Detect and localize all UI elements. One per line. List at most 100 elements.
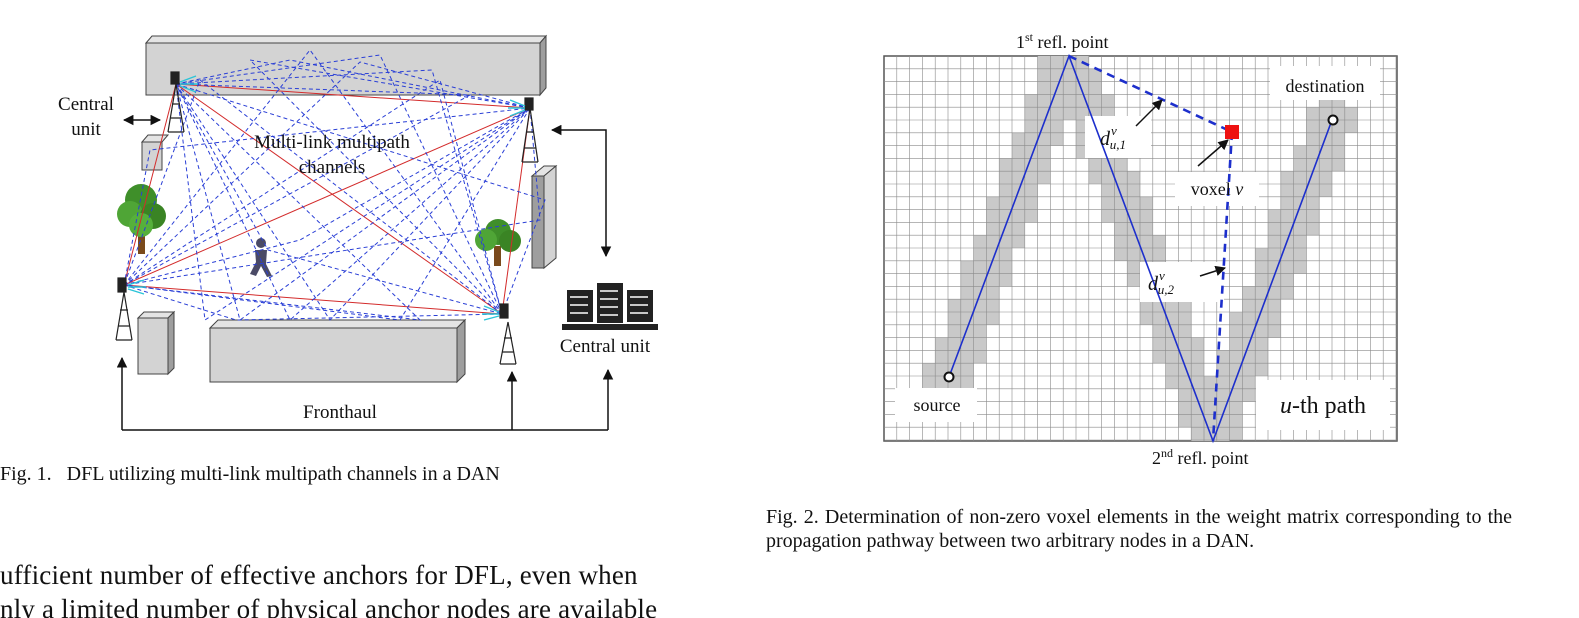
refl2-label: 2nd refl. point [1152,446,1248,468]
shaded-voxel [1127,184,1140,197]
shaded-voxel [1037,145,1051,159]
shaded-voxel [1268,209,1281,223]
fronthaul-label: Fronthaul [303,402,377,423]
shaded-voxel [1229,337,1243,351]
shaded-voxel [1293,171,1307,184]
shaded-voxel [1140,235,1153,248]
shaded-voxel [1229,312,1243,325]
shaded-voxel [1191,350,1204,364]
shaded-voxel [1012,209,1025,223]
shaded-voxel [1101,184,1115,197]
shaded-voxel [1076,94,1089,108]
shaded-voxel [960,286,974,300]
shaded-voxel [1050,120,1064,133]
shaded-voxel [1268,312,1281,325]
shaded-voxel [1255,312,1268,325]
shaded-voxel [1088,158,1102,172]
shaded-voxel [1024,171,1038,184]
shaded-voxel [1012,132,1025,146]
shaded-voxel [960,273,974,287]
shaded-voxel [1024,107,1038,120]
shaded-voxel [1165,350,1179,364]
building-right [530,164,558,270]
shaded-voxel [1012,222,1025,236]
shaded-voxel [1088,68,1102,82]
shaded-voxel [1204,440,1217,441]
shaded-voxel [1293,145,1307,159]
shaded-voxel [1152,248,1166,261]
shaded-voxel [935,350,948,364]
shaded-voxel [1063,94,1076,108]
shaded-voxel [935,363,948,376]
shaded-voxel [1229,401,1243,415]
shaded-voxel [1127,260,1140,274]
shaded-voxel [1140,209,1153,223]
shaded-voxel [1229,427,1243,440]
shaded-voxel [1344,120,1358,133]
server-icon [562,283,658,330]
shaded-voxel [1140,312,1153,325]
shaded-voxel [1012,158,1025,172]
shaded-voxel [1306,184,1320,197]
shaded-voxel [1216,388,1230,402]
shaded-voxel [1280,184,1294,197]
shaded-voxel [1101,94,1115,108]
body-text-line: nly a limited number of physical anchor … [0,594,658,618]
shaded-voxel [1024,120,1038,133]
shaded-voxel [1204,401,1217,415]
shaded-voxel [1268,299,1281,312]
shaded-voxel [1037,132,1051,146]
shaded-voxel [1242,388,1256,402]
shaded-voxel [1306,209,1320,223]
shaded-voxel [1229,350,1243,364]
shaded-voxel [1268,222,1281,236]
shaded-voxel [1255,350,1268,364]
shaded-voxel [948,337,961,351]
shaded-voxel [1037,94,1051,108]
shaded-voxel [1229,388,1243,402]
shaded-voxel [1293,248,1307,261]
shaded-voxel [960,337,974,351]
shaded-voxel [1216,350,1230,364]
shaded-voxel [1140,196,1153,210]
shaded-voxel [960,376,974,389]
shaded-voxel [1114,158,1128,172]
shaded-voxel [922,363,936,376]
shaded-voxel [1024,132,1038,146]
shaded-voxel [1191,376,1204,389]
shaded-voxel [1050,107,1064,120]
shaded-voxel [1268,235,1281,248]
shaded-voxel [1255,248,1268,261]
shaded-voxel [1255,324,1268,338]
shaded-voxel [1037,107,1051,120]
shaded-voxel [973,350,987,364]
shaded-voxel [935,337,948,351]
shaded-voxel [1050,132,1064,146]
shaded-voxel [1268,248,1281,261]
shaded-voxel [1127,273,1140,287]
shaded-voxel [999,260,1012,274]
shaded-voxel [960,299,974,312]
shaded-voxel [999,158,1012,172]
shaded-voxel [1191,337,1204,351]
shaded-voxel [1191,363,1204,376]
fig2-caption: Fig. 2. Determination of non-zero voxel … [766,506,1512,552]
building-bottom [208,318,467,384]
shaded-voxel [1114,171,1128,184]
shaded-voxel [1319,171,1332,184]
building-tiny-left [140,134,170,171]
shaded-voxel [1255,363,1268,376]
shaded-voxel [1280,209,1294,223]
shaded-voxel [1152,350,1166,364]
shaded-voxel [1242,312,1256,325]
shaded-voxel [1255,337,1268,351]
shaded-voxel [973,273,987,287]
shaded-voxel [1216,427,1230,440]
shaded-voxel [948,324,961,338]
shaded-voxel [1114,248,1128,261]
shaded-voxel [1076,68,1089,82]
shaded-voxel [1127,248,1140,261]
shaded-voxel [1037,56,1051,69]
shaded-voxel [1204,376,1217,389]
